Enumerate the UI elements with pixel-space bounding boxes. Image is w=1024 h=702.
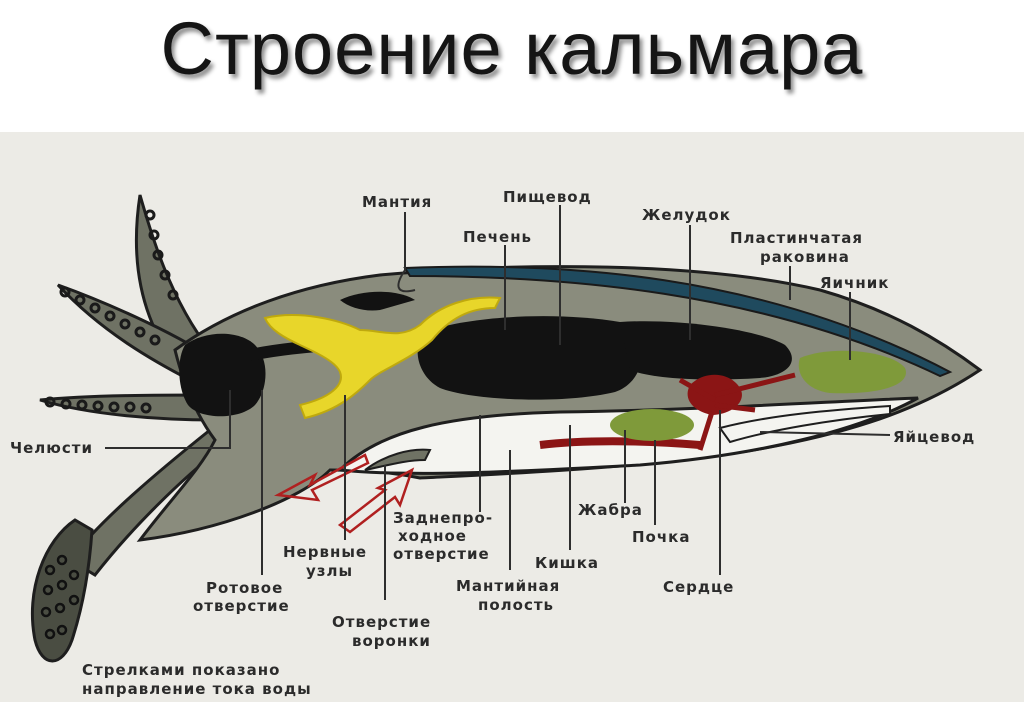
label-anus-line3: отверстие xyxy=(393,545,490,563)
label-gill: Жабра xyxy=(578,501,643,519)
intestine-organ xyxy=(539,437,701,449)
tentacle-club xyxy=(30,518,94,663)
title-band xyxy=(0,0,1024,132)
liver-organ xyxy=(620,321,792,380)
label-ovary: Яичник xyxy=(820,274,889,292)
stomach-organ xyxy=(417,316,642,400)
shell xyxy=(403,265,953,378)
label-mouth-line2: отверстие xyxy=(193,597,290,615)
page-title: Строение кальмара xyxy=(160,7,864,90)
ovary-organ xyxy=(798,350,906,394)
label-intestine: Кишка xyxy=(535,554,599,572)
leader-lines xyxy=(105,205,891,600)
label-jaws: Челюсти xyxy=(10,439,93,457)
label-esophagus: Пищевод xyxy=(503,188,592,206)
mantle-top-organ xyxy=(340,291,415,311)
blood-vessels xyxy=(678,372,796,451)
label-kidney: Почка xyxy=(632,528,690,546)
label-nerve-line2: узлы xyxy=(306,562,353,580)
label-heart: Сердце xyxy=(663,578,734,596)
label-mouth-line1: Ротовое xyxy=(206,579,283,597)
label-liver: Печень xyxy=(463,228,532,246)
head-mass xyxy=(179,333,266,417)
label-stomach: Желудок xyxy=(642,206,731,224)
label-nerve-line1: Нервные xyxy=(283,543,367,561)
label-anus-line1: Заднепро- xyxy=(393,509,493,527)
caption-line1: Стрелками показано xyxy=(82,661,280,679)
label-mantle-cavity-line2: полость xyxy=(478,596,554,614)
label-shell-line2: раковина xyxy=(760,248,850,266)
gill-organ xyxy=(610,409,694,441)
caption-line2: направление тока воды xyxy=(82,680,312,698)
label-mantle: Мантия xyxy=(362,193,432,211)
label-funnel-line1: Отверстие xyxy=(332,613,431,631)
label-shell-line1: Пластинчатая xyxy=(730,229,863,247)
label-mantle-cavity-line1: Мантийная xyxy=(456,577,560,595)
arm-suckers xyxy=(44,209,179,414)
nerve-ganglia xyxy=(263,296,502,420)
water-flow-arrows xyxy=(273,453,415,534)
label-oviduct: Яйцевод xyxy=(893,428,975,446)
label-funnel-line2: воронки xyxy=(352,632,431,650)
label-anus-line2: ходное xyxy=(398,527,467,545)
club-suckers xyxy=(40,554,80,640)
